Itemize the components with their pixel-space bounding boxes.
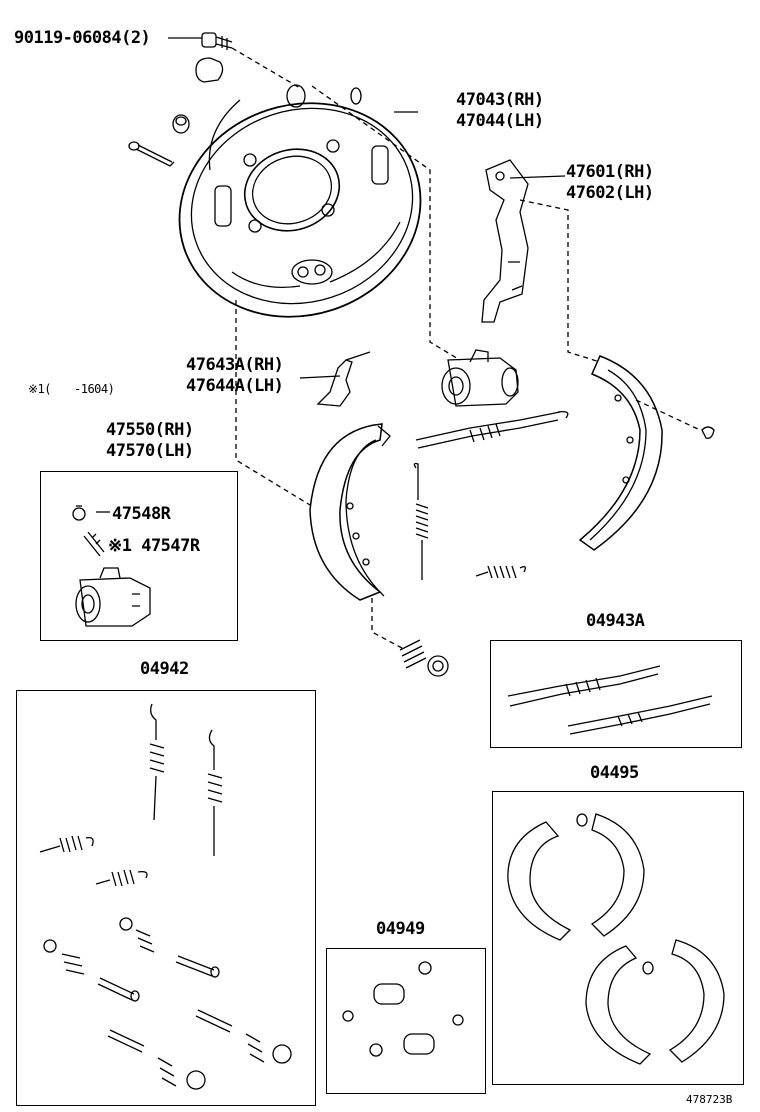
- label-cylinder-lh: 47570(LH): [106, 441, 194, 461]
- shoe-spring: [475, 565, 526, 579]
- label-plate-rh: 47043(RH): [456, 90, 544, 110]
- return-spring: [413, 462, 429, 580]
- label-lever-lh: 47602(LH): [566, 183, 654, 203]
- shoe-kit-parts: [507, 813, 725, 1065]
- label-bleeder-screw: ※1 47547R: [108, 536, 200, 556]
- label-adjuster-kit: 04943A: [586, 611, 645, 631]
- bolt-icon: [201, 32, 233, 50]
- strut-bracket: [316, 351, 371, 407]
- shoe-kit-box: [492, 791, 744, 1085]
- wheel-cylinder: [441, 349, 519, 407]
- label-lever-rh: 47601(RH): [566, 162, 654, 182]
- cylinder-kit-box: [326, 948, 486, 1094]
- label-shoe-kit: 04495: [590, 763, 639, 783]
- label-bolt: 90119-06084(2): [14, 28, 151, 48]
- bleeder-plug-icon: [72, 505, 86, 521]
- spring-kit-box: [16, 690, 316, 1106]
- label-plate-lh: 47044(LH): [456, 111, 544, 131]
- spring-kit-parts: [39, 703, 292, 1090]
- adjusting-lever: [481, 159, 529, 323]
- grommet-icon: [172, 114, 190, 134]
- brake-shoe-right: [578, 355, 663, 551]
- drawing-number: 478723B: [686, 1093, 733, 1106]
- plug-icon: [195, 57, 224, 83]
- label-note: ※1( -1604): [28, 382, 115, 396]
- pin-icon: [128, 141, 175, 167]
- hold-down-spring: [399, 639, 449, 677]
- cylinder-box: [40, 471, 238, 641]
- clip-icon: [701, 426, 715, 439]
- label-bleeder-plug: 47548R: [112, 504, 171, 524]
- label-strut-rh: 47643A(RH): [186, 355, 284, 375]
- label-cylinder-rh: 47550(RH): [106, 420, 194, 440]
- guide-lines: [235, 85, 701, 649]
- small-cylinder: [75, 567, 151, 627]
- bleeder-screw-icon: [83, 531, 105, 557]
- label-cylinder-kit: 04949: [376, 919, 425, 939]
- label-spring-kit: 04942: [140, 659, 189, 679]
- brake-shoe-left: [309, 423, 391, 601]
- backing-plate: [178, 84, 422, 318]
- adjuster-kit-parts: [507, 665, 713, 735]
- label-strut-lh: 47644A(LH): [186, 376, 284, 396]
- adjuster-strut: [415, 410, 569, 449]
- cylinder-kit-parts: [342, 961, 464, 1057]
- adjuster-kit-box: [490, 640, 742, 748]
